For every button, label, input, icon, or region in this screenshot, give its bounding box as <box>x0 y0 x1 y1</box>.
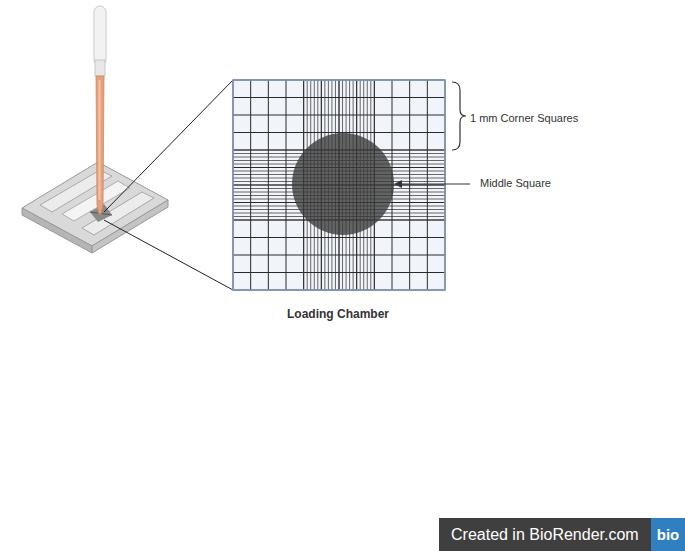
middle-square-highlight <box>292 133 394 235</box>
leader-line <box>400 184 470 185</box>
watermark-badge: Created in BioRender.com bio <box>439 518 685 551</box>
part-label: Middle Square <box>480 177 551 189</box>
figure-label: Loading Chamber <box>287 307 389 321</box>
counting-grid <box>233 80 445 290</box>
pipette <box>94 6 106 214</box>
zoom-line <box>104 220 233 290</box>
dimension-label: 1 mm Corner Squares <box>470 112 578 124</box>
arrowhead <box>394 180 402 188</box>
watermark-text: Created in BioRender.com <box>451 526 639 543</box>
logo-text: bio <box>657 526 680 543</box>
bracket <box>452 82 466 150</box>
zoom-line <box>104 80 233 212</box>
hemocytometer-slide <box>22 162 168 253</box>
logo-box: bio <box>651 518 685 551</box>
